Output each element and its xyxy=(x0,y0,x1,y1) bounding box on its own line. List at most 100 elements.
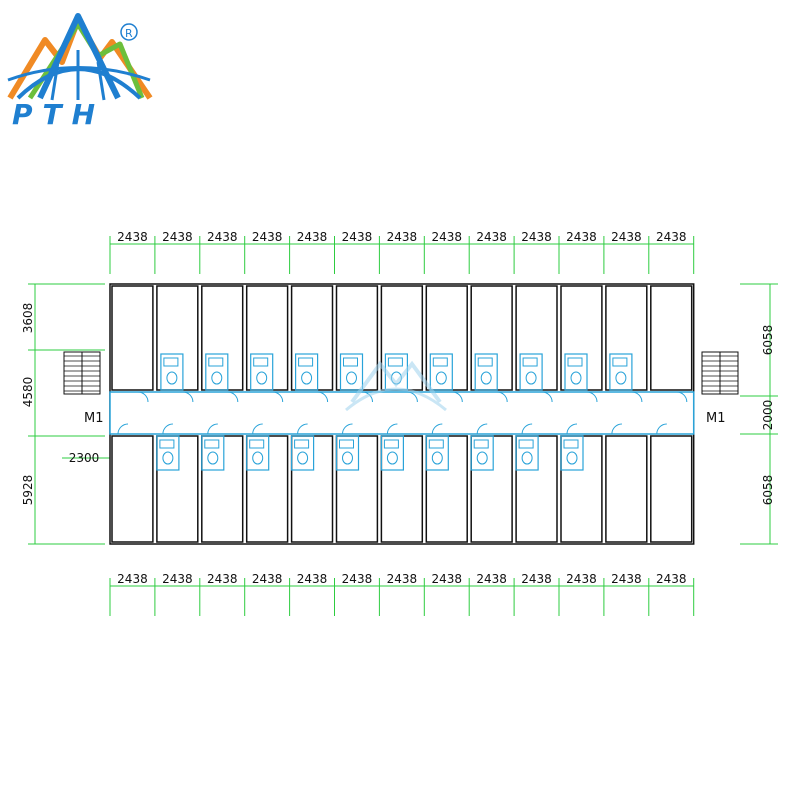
labels-layer: M1 M1 xyxy=(84,360,726,426)
room-top xyxy=(290,285,334,391)
bottom-dimension-label: 2438 xyxy=(252,572,283,586)
sink-icon xyxy=(387,357,403,367)
door-label-left: M1 xyxy=(84,411,104,426)
top-dimension-label: 2438 xyxy=(297,230,328,244)
door-swing xyxy=(676,391,688,403)
sink-icon xyxy=(383,439,399,449)
toilet-icon xyxy=(301,371,313,385)
toilet-icon xyxy=(207,451,219,465)
room-bottom xyxy=(156,435,199,543)
sink-icon xyxy=(249,439,265,449)
room-top xyxy=(515,285,558,391)
room-top xyxy=(650,285,693,391)
room-bottom xyxy=(201,435,244,543)
room-bottom xyxy=(605,435,648,543)
bottom-dimension-label: 2438 xyxy=(342,572,373,586)
bathroom-top xyxy=(564,353,588,391)
bathroom-top xyxy=(160,353,184,391)
sink-icon xyxy=(343,357,358,367)
door-swing xyxy=(452,391,463,403)
corridor xyxy=(109,391,695,435)
sink-icon xyxy=(477,357,493,367)
right-dimension-corridor: 2000 xyxy=(761,400,775,431)
right-dimension-bottom-row: 6058 xyxy=(761,475,775,506)
top-dimension-label: 2438 xyxy=(611,230,642,244)
toilet-icon xyxy=(525,371,537,385)
toilet-icon xyxy=(166,371,178,385)
bathroom-top xyxy=(519,353,543,391)
bathroom-top xyxy=(474,353,498,391)
stairs-layer xyxy=(63,351,739,395)
sink-icon xyxy=(208,357,224,367)
toilet-icon xyxy=(521,451,533,465)
bottom-dimension-label: 2438 xyxy=(566,572,597,586)
sink-icon xyxy=(612,357,628,367)
door-swing xyxy=(521,423,533,435)
watermark-mountains xyxy=(350,360,442,404)
bottom-dimension-label: 2438 xyxy=(476,572,507,586)
door-label-right: M1 xyxy=(706,411,726,426)
door-swing xyxy=(342,423,353,435)
walls-layer xyxy=(109,283,695,545)
door-swing xyxy=(137,391,149,403)
door-swing xyxy=(431,423,443,435)
door-swing xyxy=(566,423,578,435)
room-bottom xyxy=(470,435,513,543)
sink-icon xyxy=(294,439,310,449)
bathroom-bottom xyxy=(380,435,404,471)
top-dimension-label: 2438 xyxy=(566,230,597,244)
sink-icon xyxy=(204,439,220,449)
room-top xyxy=(560,285,603,391)
bathroom-top xyxy=(429,353,453,391)
door-swing xyxy=(317,391,329,403)
bottom-dimension-label: 2438 xyxy=(521,572,552,586)
left-dimension-bottom-row: 5928 xyxy=(21,475,35,506)
room-bottom xyxy=(380,435,424,543)
room-top xyxy=(156,285,199,391)
door-swing xyxy=(297,423,308,435)
toilet-icon xyxy=(342,451,353,465)
door-swing xyxy=(227,391,239,403)
toilet-icon xyxy=(211,371,223,385)
door-swing xyxy=(476,423,488,435)
bathroom-bottom xyxy=(201,435,225,471)
room-top xyxy=(245,285,289,391)
door-swing xyxy=(386,423,398,435)
room-bottom xyxy=(111,435,154,543)
toilet-icon xyxy=(566,451,578,465)
sink-icon xyxy=(163,357,179,367)
bottom-dimension-label: 2438 xyxy=(297,572,328,586)
watermark-logo xyxy=(345,360,447,412)
bathroom-bottom xyxy=(515,435,539,471)
watermark-arc xyxy=(345,387,447,412)
bathroom-bottom xyxy=(335,435,360,471)
bathroom-top xyxy=(295,353,319,391)
door-swing xyxy=(497,391,508,403)
toilet-icon xyxy=(252,451,264,465)
bathroom-top xyxy=(250,353,274,391)
toilet-icon xyxy=(615,371,627,385)
sink-icon xyxy=(567,357,583,367)
toilet-icon xyxy=(476,451,488,465)
room-top xyxy=(425,285,468,391)
top-dimension-label: 2438 xyxy=(431,230,462,244)
sink-icon xyxy=(159,439,175,449)
room-bottom xyxy=(515,435,558,543)
door-swing xyxy=(631,391,643,403)
bathroom-bottom xyxy=(470,435,494,471)
bottom-dimension-label: 2438 xyxy=(162,572,193,586)
left-dimension-top-row: 3608 xyxy=(21,303,35,334)
door-swing xyxy=(611,423,622,435)
top-dimension-label: 2438 xyxy=(387,230,418,244)
door-swing xyxy=(272,391,284,403)
toilet-icon xyxy=(386,451,398,465)
sink-icon xyxy=(298,357,314,367)
bathroom-bottom xyxy=(560,435,584,471)
room-top xyxy=(470,285,513,391)
logo-registered-mark: R xyxy=(125,27,133,40)
sink-icon xyxy=(253,357,269,367)
stair-left xyxy=(63,351,101,395)
toilet-icon xyxy=(256,371,268,385)
room-bottom xyxy=(425,435,468,543)
bathroom-bottom xyxy=(156,435,180,471)
